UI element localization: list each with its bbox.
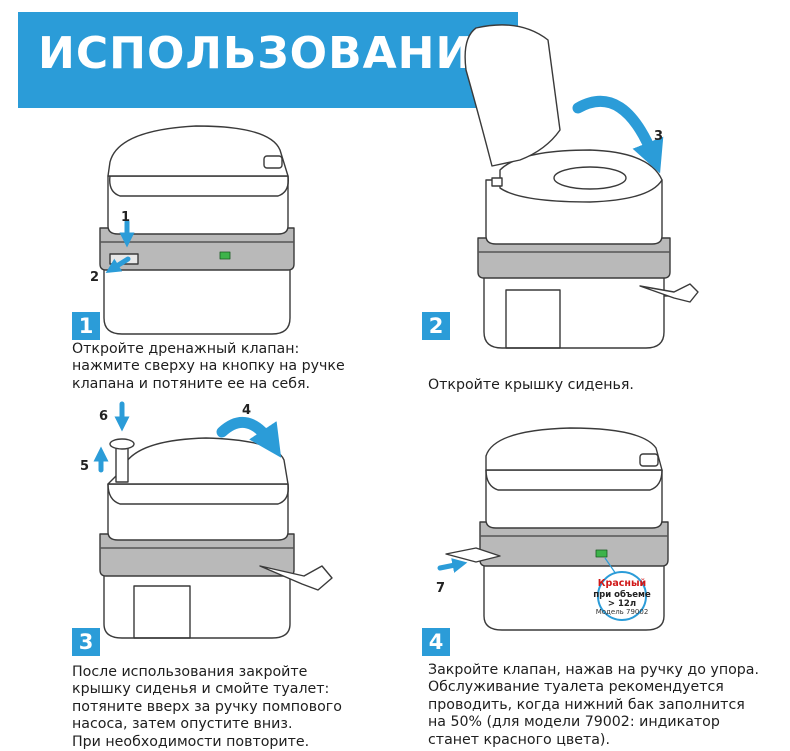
arrow-step3 <box>93 401 130 473</box>
arrow-step1 <box>105 219 135 273</box>
step-number-2: 2 <box>422 312 450 340</box>
badge-model: Модель 79002 <box>596 608 649 616</box>
toilet-illustration-step4 <box>445 427 669 631</box>
arrow-push-in <box>437 558 468 573</box>
arrow-label-4: 4 <box>242 403 251 418</box>
step-number-4: 4 <box>422 628 450 656</box>
badge-line1: при объеме <box>593 589 651 600</box>
arrow-label-2: 2 <box>90 270 99 285</box>
indicator-badge: Красный при объеме > 12л Модель 79002 <box>593 557 651 621</box>
arrow-pull-out <box>105 256 131 273</box>
step-number-3: 3 <box>72 628 100 656</box>
step-number-1: 1 <box>72 312 100 340</box>
page-title: ИСПОЛЬЗОВАНИЕ <box>38 28 505 79</box>
arrow-label-7: 7 <box>436 581 445 596</box>
arrow-label-5: 5 <box>80 459 89 474</box>
badge-title: Красный <box>598 578 646 589</box>
arrow-label-6: 6 <box>99 409 108 424</box>
step-caption-3: После использования закройте крышку сиде… <box>72 664 342 750</box>
arrow-label-3: 3 <box>654 129 663 144</box>
title-banner: ИСПОЛЬЗОВАНИЕ <box>18 12 518 108</box>
arrow-label-1: 1 <box>121 210 130 225</box>
arrow-open-lid <box>572 95 664 174</box>
arrow-close-lid <box>216 417 282 458</box>
badge-line2: > 12л <box>608 599 636 609</box>
badge-circle <box>597 571 647 621</box>
toilet-illustration-step3 <box>99 437 333 639</box>
step-caption-2: Откройте крышку сиденья. <box>428 377 634 393</box>
badge-leader-line <box>604 557 617 575</box>
step-caption-1: Откройте дренажный клапан: нажмите сверх… <box>72 341 345 392</box>
toilet-illustration-step2 <box>464 24 699 349</box>
step-caption-4: Закройте клапан, нажав на ручку до упора… <box>428 662 759 748</box>
